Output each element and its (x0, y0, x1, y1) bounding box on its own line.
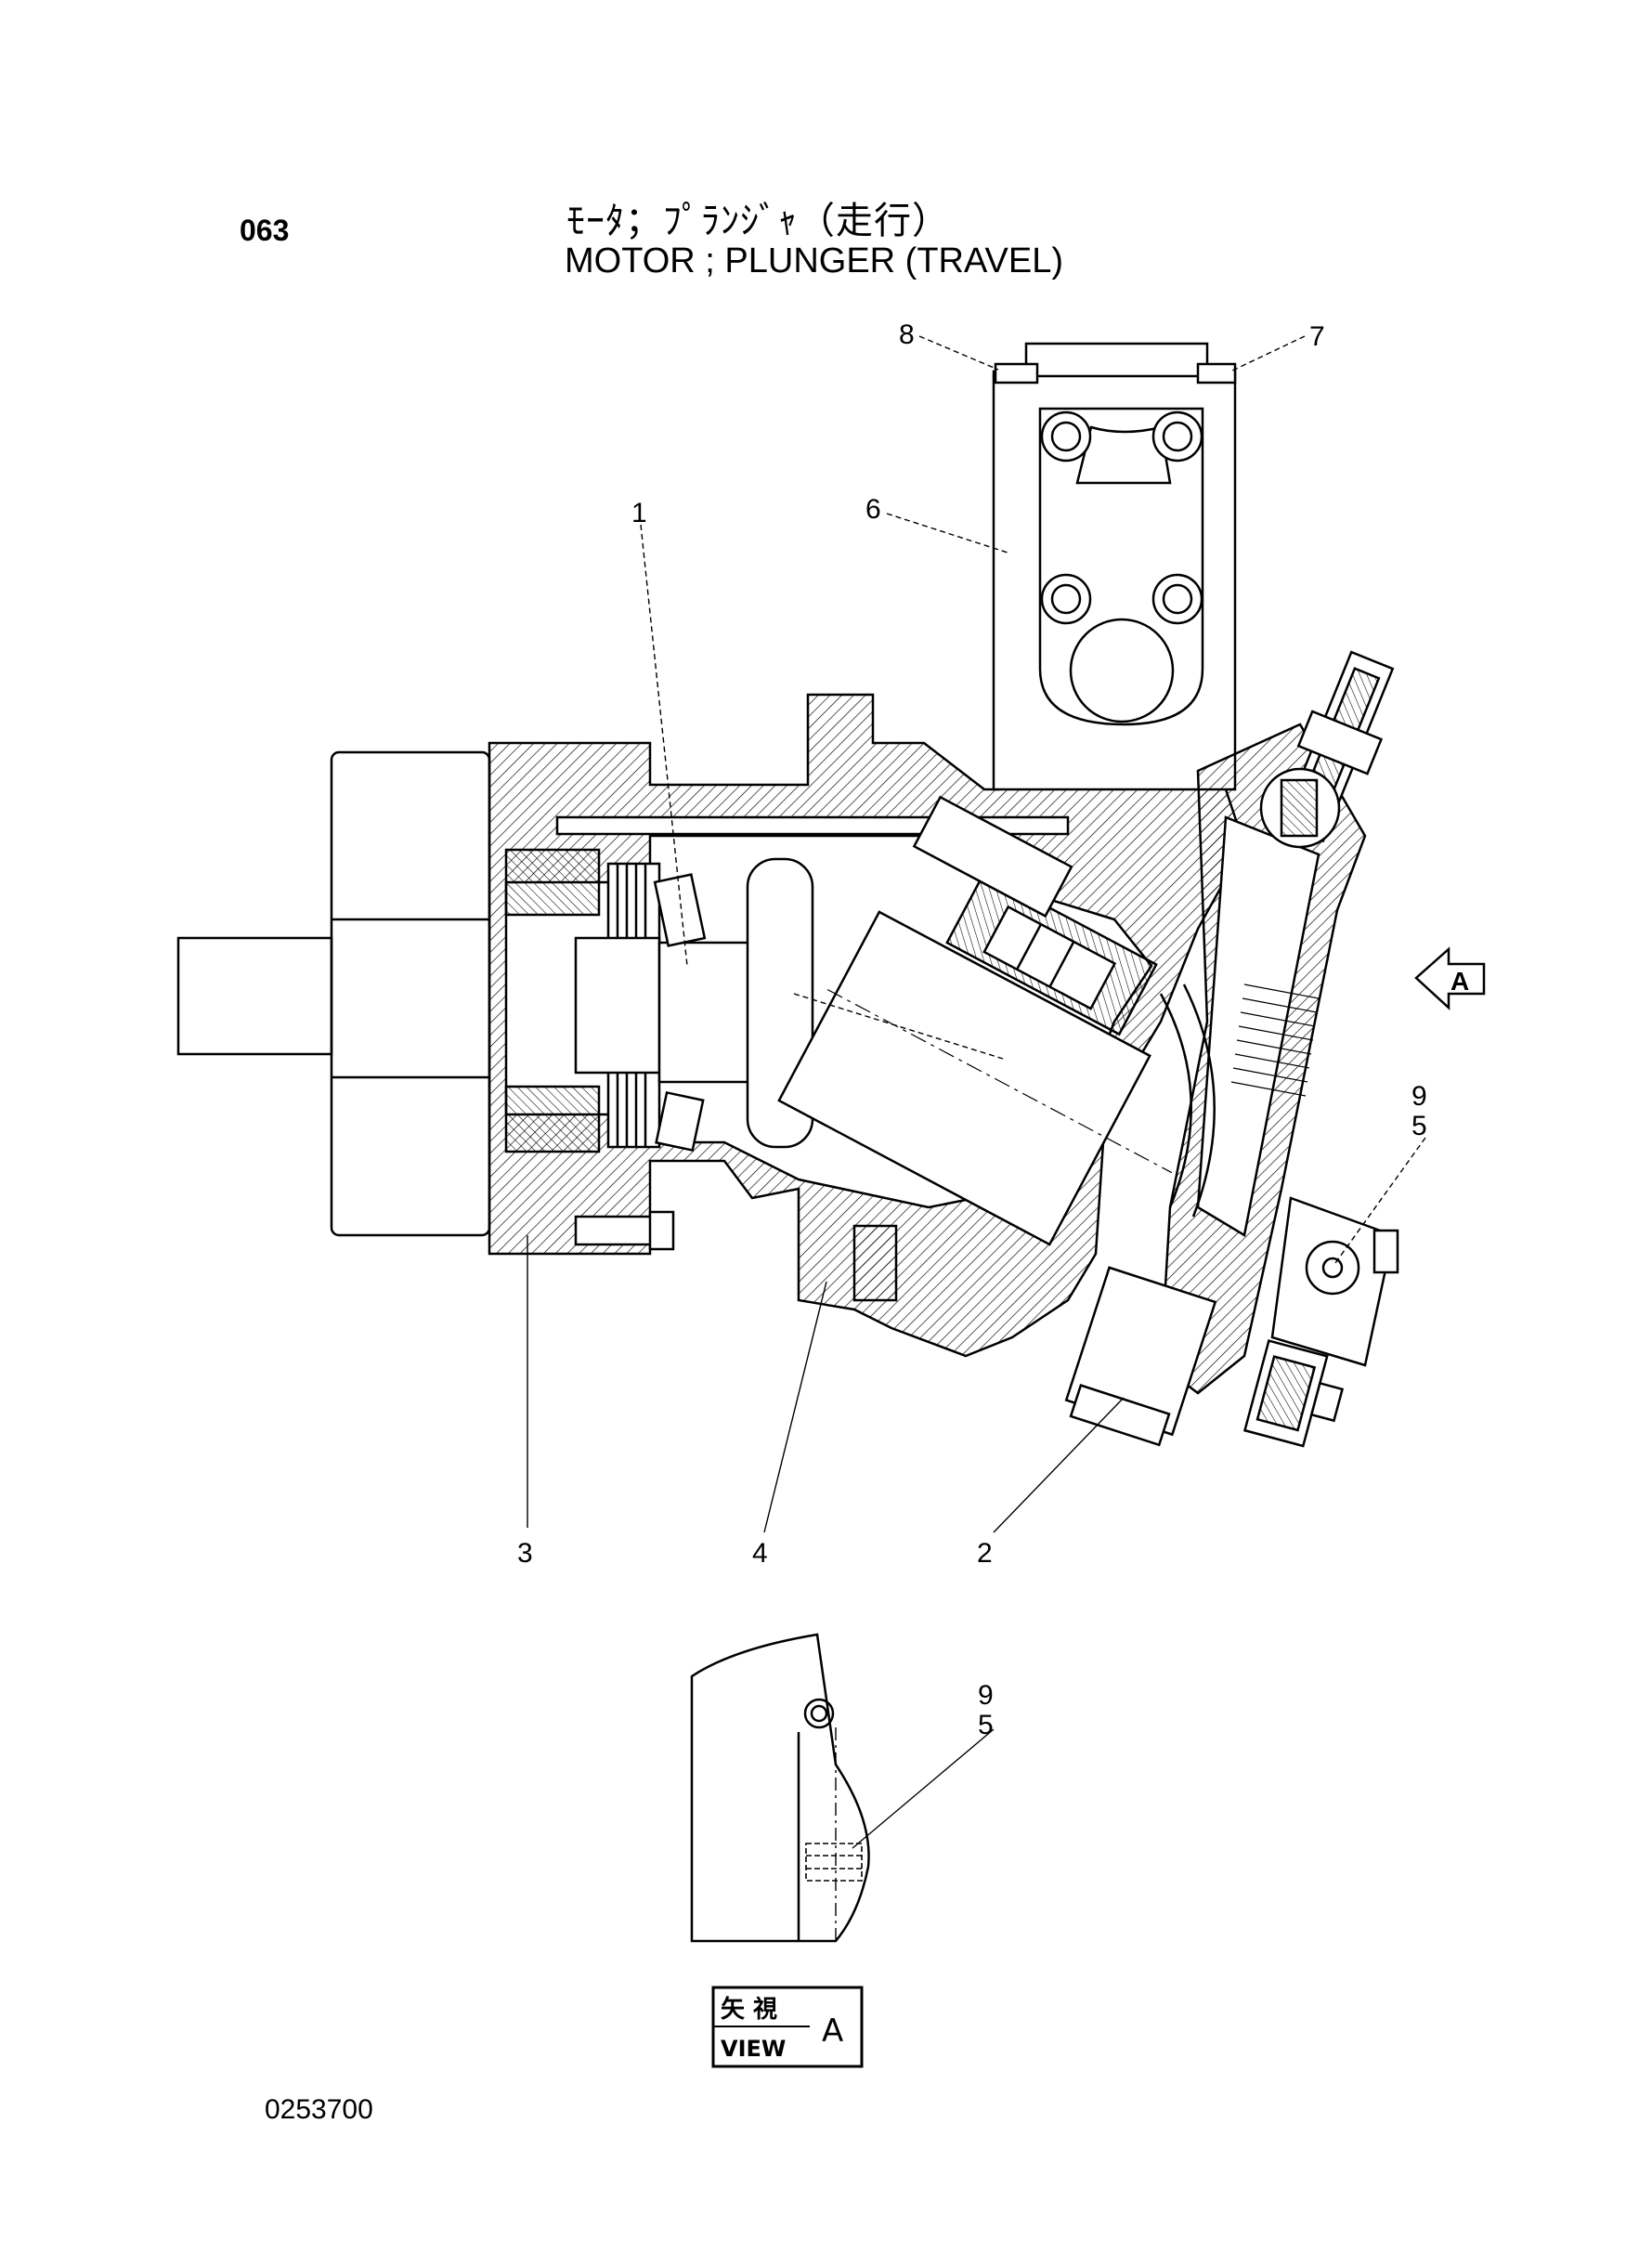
callout-6: 6 (865, 494, 881, 525)
drawing-number: 0253700 (265, 2094, 373, 2125)
view-a-arrow-label: A (1450, 967, 1469, 996)
cylinder-block (777, 795, 1173, 1246)
callout-4: 4 (752, 1538, 768, 1569)
callout-5: 5 (1411, 1111, 1427, 1141)
detail-view-a (690, 1633, 995, 1943)
drive-shaft (657, 941, 754, 1084)
view-a-arrow: A (1414, 946, 1486, 1010)
output-shaft (176, 936, 333, 1056)
callout-2: 2 (977, 1538, 993, 1569)
title-english: MOTOR ; PLUNGER (TRAVEL) (565, 241, 1063, 280)
callout-8: 8 (899, 319, 915, 350)
flange-drum (330, 750, 491, 1237)
detail-callout-5: 5 (978, 1710, 994, 1740)
leader-lines-solid (527, 1235, 1125, 1533)
callout-7: 7 (1309, 321, 1325, 352)
page-number: 063 (240, 214, 290, 247)
detail-callout-9: 9 (978, 1680, 994, 1711)
view-label-en: VIEW (721, 2036, 786, 2062)
callout-3: 3 (517, 1538, 533, 1569)
motor-assembly (176, 342, 1399, 1448)
title-japanese: ﾓｰﾀ；ﾌﾟﾗﾝｼﾞｬ（走行） (566, 201, 950, 241)
leader-lines (640, 335, 1426, 1264)
view-label-letter: A (822, 2013, 843, 2050)
view-label-jp: 矢 視 (721, 1995, 777, 2024)
view-a-label-box: 矢 視 VIEW A (711, 1986, 864, 2068)
callout-1: 1 (631, 498, 647, 528)
callout-9: 9 (1411, 1081, 1427, 1112)
